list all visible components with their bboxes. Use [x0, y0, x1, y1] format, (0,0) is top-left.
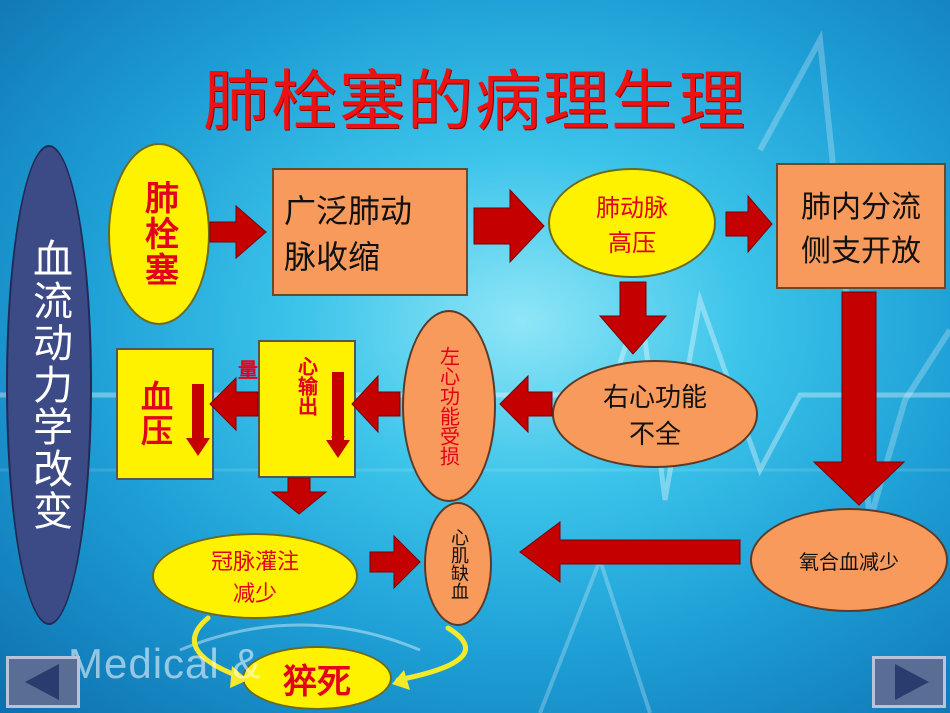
slide-title: 肺栓塞的病理生理	[203, 63, 747, 140]
node-label: 氧合血减少	[799, 549, 899, 574]
node-label: 肺栓塞	[138, 180, 179, 288]
arrow-oxygenation-to-ischemia	[519, 521, 741, 583]
arrow-pe-to-vasoconstriction	[209, 204, 267, 260]
arrow-coronary-to-ischemia	[369, 534, 421, 590]
node-myocardial-ischemia: 心肌缺血	[424, 502, 492, 626]
arrow-output-to-bp	[209, 376, 259, 432]
node-label-line2: 高压	[608, 229, 656, 257]
node-label-line2: 减少	[232, 582, 277, 607]
arrow-htn-to-rv	[598, 281, 668, 355]
arrow-htn-to-shunt	[725, 194, 773, 254]
next-slide-button[interactable]	[872, 656, 946, 708]
node-label: 左心功能受损	[436, 346, 461, 466]
node-label-line2: 侧支开放	[801, 234, 921, 269]
node-intrapulmonary-shunt: 肺内分流 侧支开放	[776, 163, 946, 289]
node-sudden-death: 猝死	[242, 646, 392, 710]
sidebar-text: 血流动力学改变	[26, 238, 72, 532]
node-label: 心输出	[294, 356, 319, 416]
watermark-text: Medical &	[68, 640, 262, 687]
node-label: 血压	[136, 380, 174, 448]
arrow-shunt-to-oxygenation	[812, 291, 906, 506]
node-blood-pressure: 血压	[116, 348, 214, 480]
triangle-right-icon	[895, 664, 929, 700]
node-label-line1: 肺动脉	[596, 194, 668, 222]
arrow-rv-to-lv	[499, 374, 553, 434]
node-pulmonary-embolism: 肺栓塞	[108, 143, 210, 325]
node-label-line2: 脉收缩	[284, 238, 381, 276]
triangle-left-icon	[25, 664, 59, 700]
arrow-lv-to-output	[351, 374, 401, 434]
node-label: 心肌缺血	[448, 528, 469, 600]
node-label-line1: 广泛肺动	[284, 192, 413, 230]
arrow-vasoconstriction-to-htn	[473, 188, 545, 264]
node-label: 猝死	[283, 661, 351, 702]
arrow-output-to-coronary	[270, 477, 328, 515]
node-label-line1: 右心功能	[602, 383, 707, 413]
hemodynamic-change-label: 血流动力学改变	[6, 145, 92, 625]
prev-slide-button[interactable]	[6, 656, 80, 708]
node-pulmonary-hypertension: 肺动脉 高压	[548, 168, 716, 278]
node-right-heart-failure: 右心功能 不全	[552, 360, 758, 468]
cardiac-output-suffix: 量	[238, 358, 258, 382]
node-oxygenation: 氧合血减少	[750, 508, 948, 612]
node-left-heart-impaired: 左心功能受损	[402, 310, 496, 502]
node-label-line1: 冠脉灌注	[210, 550, 299, 575]
node-vasoconstriction: 广泛肺动 脉收缩	[272, 168, 468, 296]
curve-ischemia-to-death	[395, 625, 469, 683]
node-coronary-perfusion: 冠脉灌注 减少	[152, 533, 358, 619]
node-label-line1: 肺内分流	[801, 190, 921, 225]
node-cardiac-output: 心输出	[258, 340, 356, 478]
node-label-line2: 不全	[628, 420, 681, 450]
